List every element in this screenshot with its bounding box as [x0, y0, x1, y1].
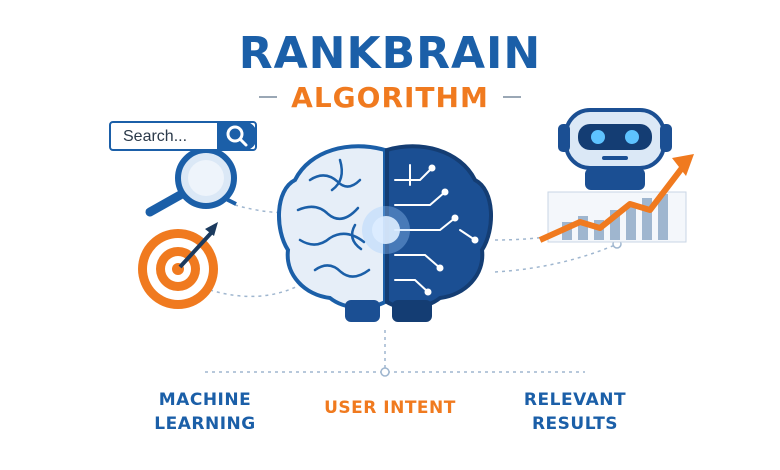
search-icon — [226, 125, 248, 147]
search-button[interactable] — [217, 121, 257, 151]
divider — [259, 96, 278, 98]
machine-learning-label: MACHINE LEARNING — [130, 388, 280, 436]
search-placeholder: Search... — [123, 128, 188, 145]
robot-icon — [558, 108, 672, 190]
relevant-results-line2: RESULTS — [531, 414, 619, 434]
magnifier-icon — [145, 147, 237, 217]
growth-chart-icon — [538, 154, 694, 243]
search-input[interactable]: Search... — [109, 121, 257, 151]
target-icon — [138, 222, 218, 309]
connector-lines — [205, 204, 616, 373]
machine-learning-line2: LEARNING — [154, 414, 256, 434]
page-title: RANKBRAIN — [238, 28, 542, 79]
page-subtitle: ALGORITHM — [291, 80, 489, 114]
subtitle-row: ALGORITHM — [0, 80, 780, 114]
divider — [502, 96, 521, 98]
relevant-results-line1: RELEVANT — [523, 390, 627, 410]
user-intent-label: USER INTENT — [324, 398, 456, 418]
relevant-results-label: RELEVANT RESULTS — [495, 388, 655, 436]
brain-icon — [277, 144, 493, 322]
machine-learning-line1: MACHINE — [158, 390, 252, 410]
